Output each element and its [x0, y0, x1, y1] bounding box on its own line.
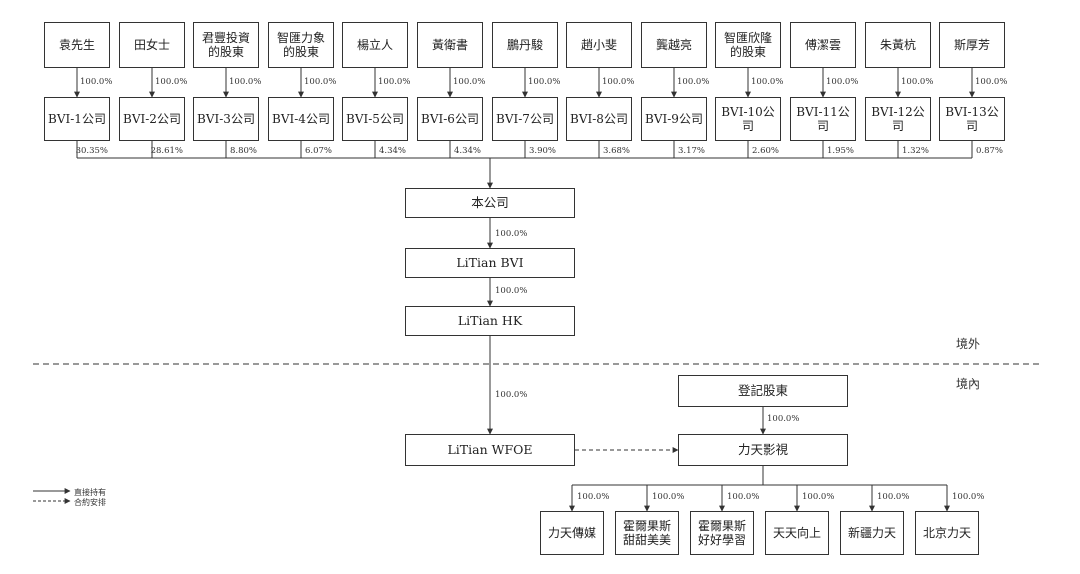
bvi-company-box: BVI-8公司: [566, 97, 632, 141]
shareholder-pct: 100.0%: [602, 77, 635, 87]
litian-media-box: 力天影視: [678, 434, 848, 466]
bvi-company-box: BVI-7公司: [492, 97, 558, 141]
subsidiary-pct: 100.0%: [877, 492, 910, 502]
ownership-pct: 6.07%: [304, 146, 332, 156]
bvi-company-box: BVI-2公司: [119, 97, 185, 141]
shareholder-box: 傅潔雲: [790, 22, 856, 68]
bvi-company-box: BVI-9公司: [641, 97, 707, 141]
hk-to-wfoe-pct: 100.0%: [495, 390, 528, 400]
company-box: 本公司: [405, 188, 575, 218]
company-to-bvi-pct: 100.0%: [495, 229, 528, 239]
subsidiary-box: 霍爾果斯 好好學習: [690, 511, 754, 555]
shareholder-pct: 100.0%: [677, 77, 710, 87]
bvi-company-box: BVI-11公司: [790, 97, 856, 141]
wfoe-box: LiTian WFOE: [405, 434, 575, 466]
shareholder-box: 鵬丹駿: [492, 22, 558, 68]
bvi-company-box: BVI-4公司: [268, 97, 334, 141]
shareholder-box: 智匯欣隆 的股東: [715, 22, 781, 68]
subsidiary-box: 北京力天: [915, 511, 979, 555]
subsidiary-box: 天天向上: [765, 511, 829, 555]
shareholder-box: 趙小斐: [566, 22, 632, 68]
litian-hk-box: LiTian HK: [405, 306, 575, 336]
litian-bvi-box: LiTian BVI: [405, 248, 575, 278]
shareholder-pct: 100.0%: [80, 77, 113, 87]
ownership-pct: 1.32%: [901, 146, 929, 156]
zone-offshore-label: 境外: [956, 337, 981, 351]
shareholder-box: 君豐投資 的股東: [193, 22, 259, 68]
bvi-company-box: BVI-12公司: [865, 97, 931, 141]
legend-direct-label: 直接持有: [74, 488, 106, 497]
ownership-pct: 3.68%: [602, 146, 630, 156]
shareholder-box: 袁先生: [44, 22, 110, 68]
ownership-pct: 1.95%: [826, 146, 854, 156]
bvi-company-box: BVI-10公司: [715, 97, 781, 141]
bvi-company-box: BVI-1公司: [44, 97, 110, 141]
shareholder-box: 黃衛書: [417, 22, 483, 68]
shareholder-pct: 100.0%: [751, 77, 784, 87]
shareholder-pct: 100.0%: [975, 77, 1008, 87]
shareholder-box: 斯厚芳: [939, 22, 1005, 68]
shareholder-pct: 100.0%: [901, 77, 934, 87]
subsidiary-pct: 100.0%: [652, 492, 685, 502]
shareholder-box: 龔越亮: [641, 22, 707, 68]
bvi-to-hk-pct: 100.0%: [495, 286, 528, 296]
ownership-pct: 3.90%: [528, 146, 556, 156]
registered-pct: 100.0%: [767, 414, 800, 424]
ownership-pct: 8.80%: [229, 146, 257, 156]
subsidiary-box: 霍爾果斯 甜甜美美: [615, 511, 679, 555]
shareholder-box: 楊立人: [342, 22, 408, 68]
legend-contractual-label: 合約安排: [74, 498, 106, 507]
subsidiary-pct: 100.0%: [577, 492, 610, 502]
shareholder-pct: 100.0%: [528, 77, 561, 87]
ownership-pct: 4.34%: [453, 146, 481, 156]
bvi-company-box: BVI-5公司: [342, 97, 408, 141]
shareholder-box: 智匯力象 的股東: [268, 22, 334, 68]
bvi-company-box: BVI-3公司: [193, 97, 259, 141]
shareholder-box: 朱黃杭: [865, 22, 931, 68]
subsidiary-pct: 100.0%: [727, 492, 760, 502]
subsidiary-box: 新疆力天: [840, 511, 904, 555]
subsidiary-pct: 100.0%: [952, 492, 985, 502]
ownership-pct: 0.87%: [975, 146, 1003, 156]
ownership-pct: 4.34%: [378, 146, 406, 156]
zone-onshore-label: 境內: [956, 377, 981, 391]
ownership-pct: 2.60%: [751, 146, 779, 156]
registered-shareholders-box: 登記股東: [678, 375, 848, 407]
bvi-company-box: BVI-6公司: [417, 97, 483, 141]
ownership-pct: 3.17%: [677, 146, 705, 156]
shareholder-pct: 100.0%: [378, 77, 411, 87]
shareholder-pct: 100.0%: [229, 77, 262, 87]
ownership-pct: 30.35%: [75, 146, 108, 156]
subsidiary-pct: 100.0%: [802, 492, 835, 502]
bvi-company-box: BVI-13公司: [939, 97, 1005, 141]
ownership-pct: 28.61%: [150, 146, 183, 156]
shareholder-pct: 100.0%: [826, 77, 859, 87]
shareholder-pct: 100.0%: [155, 77, 188, 87]
shareholder-pct: 100.0%: [453, 77, 486, 87]
shareholder-box: 田女士: [119, 22, 185, 68]
shareholder-pct: 100.0%: [304, 77, 337, 87]
subsidiary-box: 力天傳媒: [540, 511, 604, 555]
